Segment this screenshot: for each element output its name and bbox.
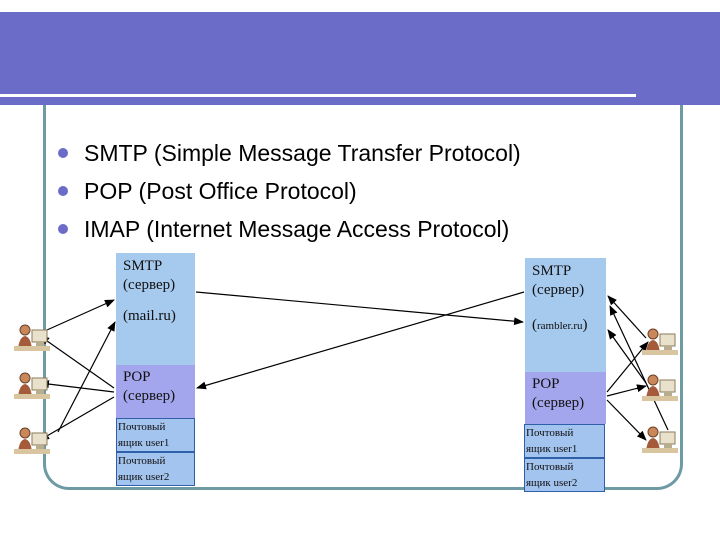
- left-mailbox-user1: Почтовый ящик user1: [116, 418, 195, 452]
- right-pop-sublabel: (сервер): [532, 395, 585, 411]
- right-mailbox-user2: Почтовый ящик user2: [524, 458, 605, 492]
- right-smtp-server: SMTP (сервер) (rambler.ru): [525, 258, 606, 372]
- mailbox-label: Почтовый: [526, 427, 574, 439]
- arrow-right-pop-to-userR2: [606, 384, 647, 397]
- bullet-icon: [58, 186, 68, 196]
- left-smtp-sublabel: (сервер): [123, 277, 176, 293]
- left-pop-server: POP (сервер): [116, 365, 195, 418]
- mailbox-label: Почтовый: [526, 461, 574, 473]
- left-smtp-server: SMTP (сервер) (mail.ru): [116, 253, 195, 365]
- person-at-computer-icon: [642, 426, 678, 453]
- bullet-icon: [58, 224, 68, 234]
- bullet-icon: [58, 148, 68, 158]
- mailbox-user: ящик user2: [526, 477, 578, 489]
- mailbox-user: ящик user2: [118, 471, 170, 483]
- bullet-smtp: SMTP (Simple Message Transfer Protocol): [58, 134, 521, 172]
- banner-divider: [0, 94, 636, 97]
- arrow-left-pop-to-user1: [39, 335, 115, 389]
- right-pop-server: POP (сервер): [525, 372, 606, 424]
- bullet-imap: IMAP (Internet Message Access Protocol): [58, 210, 521, 248]
- arrow-user1-to-left-smtp: [37, 299, 115, 335]
- bullet-text: SMTP (Simple Message Transfer Protocol): [84, 140, 521, 166]
- left-smtp-label: SMTP: [123, 258, 163, 274]
- arrow-userR2-to-right-smtp: [607, 329, 647, 384]
- right-host-label: (rambler.ru): [532, 316, 606, 336]
- mailbox-user: ящик user1: [118, 437, 170, 449]
- mailbox-label: Почтовый: [118, 421, 166, 433]
- right-pop-label: POP: [532, 376, 560, 392]
- left-mailbox-user2: Почтовый ящик user2: [116, 452, 195, 486]
- bullet-text: POP (Post Office Protocol): [84, 178, 357, 204]
- person-at-computer-icon: [14, 324, 50, 351]
- host-paren-open: (: [532, 317, 537, 333]
- arrow-rambler-to-mailru: [196, 291, 525, 390]
- host-name: rambler.ru: [537, 320, 583, 332]
- right-mailbox-user1: Почтовый ящик user1: [524, 424, 605, 458]
- left-host-label: (mail.ru): [123, 308, 176, 324]
- person-at-computer-icon: [14, 372, 50, 399]
- person-at-computer-icon: [642, 328, 678, 355]
- left-pop-label: POP: [123, 369, 151, 385]
- person-at-computer-icon: [642, 374, 678, 401]
- mailbox-user: ящик user1: [526, 443, 578, 455]
- bullet-text: IMAP (Internet Message Access Protocol): [84, 216, 510, 242]
- arrow-left-pop-to-user2: [39, 380, 115, 393]
- arrow-userR1-to-right-smtp: [607, 295, 647, 339]
- host-paren-close: ): [582, 317, 588, 333]
- slide-frame: [43, 105, 683, 490]
- bullet-pop: POP (Post Office Protocol): [58, 172, 521, 210]
- arrow-right-pop-to-userR1: [606, 341, 649, 393]
- right-smtp-label: SMTP: [532, 263, 572, 279]
- arrow-user3-to-left-smtp: [57, 321, 116, 433]
- mailbox-label: Почтовый: [118, 455, 166, 467]
- protocol-list: SMTP (Simple Message Transfer Protocol) …: [58, 134, 521, 248]
- title-banner: [0, 12, 720, 105]
- arrow-left-pop-to-user3: [39, 396, 115, 441]
- right-smtp-sublabel: (сервер): [532, 282, 585, 298]
- person-at-computer-icon: [14, 427, 50, 454]
- arrow-right-pop-to-userR3: [606, 399, 647, 441]
- arrow-mailru-to-rambler: [195, 291, 524, 326]
- left-pop-sublabel: (сервер): [123, 388, 176, 404]
- arrow-userR3-to-right-smtp: [609, 305, 669, 431]
